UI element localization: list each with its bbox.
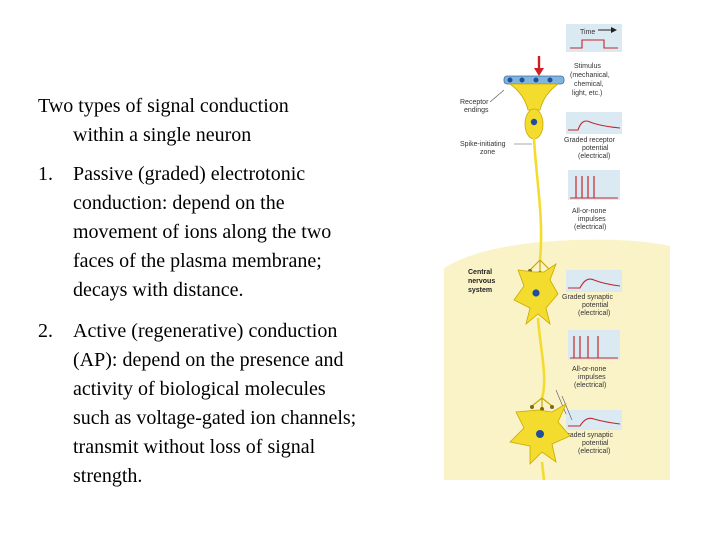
list-item-passive-conduction: 1. Passive (graded) electrotonic conduct… <box>38 160 418 305</box>
stimulus-arrow <box>534 56 544 76</box>
slide-title-line-1: Two types of signal conduction <box>38 95 289 117</box>
impulses-panel-1: All-or-none impulses (electrical) <box>568 170 620 231</box>
svg-text:Receptor: Receptor <box>460 99 489 106</box>
neuron-diagram: Time Stimulus (mechanical, chemical, lig… <box>444 24 670 480</box>
slide-title: Two types of signal conduction within a … <box>38 92 398 150</box>
svg-text:(electrical): (electrical) <box>578 153 610 160</box>
list-item-line: movement of ions along the two <box>73 221 332 243</box>
svg-text:nervous: nervous <box>468 278 495 285</box>
receptor-potential-panel: Graded receptor potential (electrical) <box>564 112 622 160</box>
synaptic-potential-panel-1: Graded synaptic potential (electrical) <box>562 270 622 317</box>
list-item-line: faces of the plasma membrane; <box>73 250 322 272</box>
interneuron <box>513 262 559 326</box>
impulses-panel-2: All-or-none impulses (electrical) <box>568 330 620 389</box>
spike-initiating-zone-label: Spike-initiating zone <box>460 141 532 156</box>
svg-text:Graded synaptic: Graded synaptic <box>562 432 613 439</box>
list-item-line: (AP): depend on the presence and <box>73 349 344 371</box>
svg-text:system: system <box>468 287 492 294</box>
svg-text:chemical,: chemical, <box>574 81 604 88</box>
svg-text:Central: Central <box>468 269 492 276</box>
svg-text:zone: zone <box>480 149 495 156</box>
svg-text:(mechanical,: (mechanical, <box>570 72 610 79</box>
svg-text:potential: potential <box>582 145 609 152</box>
stimulus-trace <box>570 39 618 49</box>
synaptic-potential-panel-2: Graded synaptic potential (electrical) <box>562 410 622 455</box>
svg-text:All-or-none: All-or-none <box>572 208 606 215</box>
neuron-signal-figure: Time Stimulus (mechanical, chemical, lig… <box>444 18 670 480</box>
nucleus <box>530 118 538 126</box>
svg-text:light, etc.): light, etc.) <box>572 90 602 97</box>
synapse-2 <box>530 389 573 421</box>
svg-text:Graded synaptic: Graded synaptic <box>562 294 613 301</box>
time-label: Time <box>580 29 595 36</box>
receptor-potential-trace <box>568 120 621 131</box>
svg-text:Spike-initiating: Spike-initiating <box>460 141 506 148</box>
svg-text:All-or-none: All-or-none <box>572 366 606 373</box>
svg-text:potential: potential <box>582 440 609 447</box>
stimulus-label: Stimulus (mechanical, chemical, light, e… <box>570 63 610 97</box>
time-panel: Time <box>566 24 622 52</box>
sensory-neuron <box>503 75 565 140</box>
list-item-line: such as voltage-gated ion channels; <box>73 407 357 429</box>
interneuron-axon <box>536 317 546 399</box>
svg-text:(electrical): (electrical) <box>574 224 606 231</box>
svg-text:Stimulus: Stimulus <box>574 63 601 70</box>
receptor-endings-label: Receptor endings <box>460 89 505 114</box>
nucleus <box>532 289 540 297</box>
conduction-types-list: 1. Passive (graded) electrotonic conduct… <box>38 160 418 503</box>
svg-text:(electrical): (electrical) <box>578 448 610 455</box>
svg-text:impulses: impulses <box>578 216 606 223</box>
list-item-line: decays with distance. <box>73 279 244 301</box>
list-item-line: Passive (graded) electrotonic <box>73 163 306 185</box>
svg-text:(electrical): (electrical) <box>578 310 610 317</box>
list-item-line: strength. <box>73 465 143 487</box>
slide-title-line-2: within a single neuron <box>73 124 252 146</box>
svg-text:impulses: impulses <box>578 374 606 381</box>
nucleus <box>536 430 544 438</box>
list-item-active-conduction: 2. Active (regenerative) conduction (AP)… <box>38 317 418 491</box>
list-item-number: 2. <box>38 320 53 342</box>
list-item-line: Active (regenerative) conduction <box>73 320 338 342</box>
sensory-axon <box>532 137 543 261</box>
list-item-line: conduction: depend on the <box>73 192 285 214</box>
cns-label: Central nervous system <box>468 269 495 294</box>
svg-text:Graded receptor: Graded receptor <box>564 137 616 144</box>
svg-text:(electrical): (electrical) <box>574 382 606 389</box>
list-item-number: 1. <box>38 163 53 185</box>
list-item-line: activity of biological molecules <box>73 378 326 400</box>
svg-text:potential: potential <box>582 302 609 309</box>
svg-text:endings: endings <box>464 107 489 114</box>
output-neuron <box>509 403 571 480</box>
list-item-line: transmit without loss of signal <box>73 436 316 458</box>
